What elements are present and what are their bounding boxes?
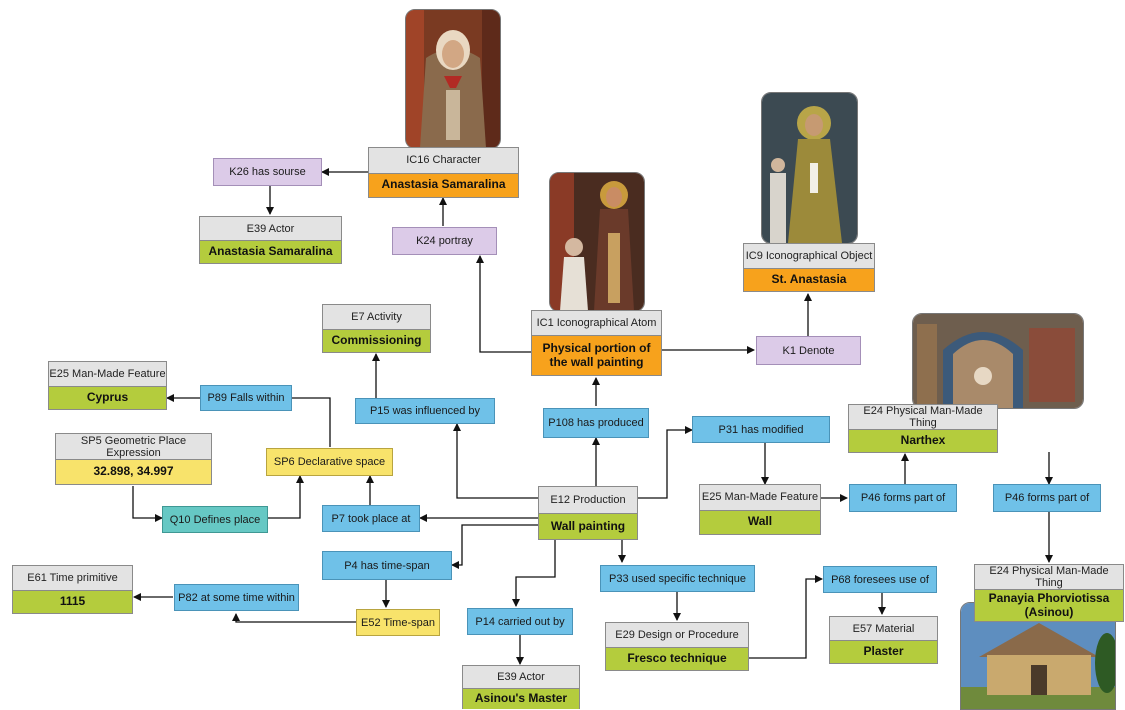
relation-p15-influenced-by: P15 was influenced by — [355, 398, 495, 424]
edge — [292, 397, 331, 447]
entity-value-label: Anastasia Samaralina — [200, 241, 341, 263]
fresco-portrait-image — [405, 9, 501, 149]
entity-type-label: E39 Actor — [200, 217, 341, 241]
fresco-narthex-image — [912, 313, 1084, 409]
edge — [512, 540, 556, 607]
entity-value-label: Fresco technique — [606, 647, 748, 670]
entity-sp5-geometric-place: SP5 Geometric Place Expression 32.898, 3… — [55, 433, 212, 485]
entity-ic9-iconographical-object: IC9 Iconographical Object St. Anastasia — [743, 243, 875, 292]
relation-p33-used-technique: P33 used specific technique — [600, 565, 755, 592]
entity-e25-wall: E25 Man-Made Feature Wall — [699, 484, 821, 535]
entity-e39-actor-anastasia: E39 Actor Anastasia Samaralina — [199, 216, 342, 264]
entity-value-label: Cyprus — [49, 386, 166, 409]
entity-type-label: SP5 Geometric Place Expression — [56, 434, 211, 460]
relation-p46-forms-part-of-wall: P46 forms part of — [849, 484, 957, 512]
relation-p82-at-some-time-within: P82 at some time within — [174, 584, 299, 611]
entity-type-label: E61 Time primitive — [13, 566, 132, 591]
edge — [749, 575, 823, 659]
entity-value-label: Panayia Phorviotissa (Asinou) — [975, 590, 1123, 621]
entity-e24-panayia: E24 Physical Man-Made Thing Panayia Phor… — [974, 564, 1124, 622]
entity-value-label: Anastasia Samaralina — [369, 173, 518, 197]
entity-type-label: E29 Design or Procedure — [606, 623, 748, 648]
entity-type-label: E24 Physical Man-Made Thing — [975, 565, 1123, 590]
entity-value-label: Narthex — [849, 430, 997, 452]
entity-e39-actor-master: E39 Actor Asinou's Master — [462, 665, 580, 709]
relation-q10-defines-place: Q10 Defines place — [162, 506, 268, 533]
entity-type-label: E39 Actor — [463, 666, 579, 689]
entity-type-label: IC1 Iconographical Atom — [532, 311, 661, 336]
entity-ic16-character: IC16 Character Anastasia Samaralina — [368, 147, 519, 198]
entity-e25-cyprus: E25 Man-Made Feature Cyprus — [48, 361, 167, 410]
relation-k1-denote: K1 Denote — [756, 336, 861, 365]
entity-value-label: 1115 — [13, 590, 132, 613]
relation-p46-forms-part-of-narthex: P46 forms part of — [993, 484, 1101, 512]
entity-type-label: E25 Man-Made Feature — [49, 362, 166, 387]
relation-p4-has-time-span: P4 has time-span — [322, 551, 452, 580]
relation-k26-has-source: K26 has sourse — [213, 158, 322, 186]
entity-value-label: Physical portion of the wall painting — [532, 336, 661, 375]
entity-value-label: St. Anastasia — [744, 268, 874, 291]
entity-type-label: E57 Material — [830, 617, 937, 641]
entity-e61-time-primitive: E61 Time primitive 1115 — [12, 565, 133, 614]
relation-p31-has-modified: P31 has modified — [692, 416, 830, 443]
edge — [638, 426, 693, 499]
relation-p108-has-produced: P108 has produced — [543, 408, 649, 438]
entity-e12-production: E12 Production Wall painting — [538, 486, 638, 540]
entity-type-label: E7 Activity — [323, 305, 430, 330]
entity-value-label: 32.898, 34.997 — [56, 460, 211, 484]
edge — [451, 524, 538, 569]
entity-ic1-iconographical-atom: IC1 Iconographical Atom Physical portion… — [531, 310, 662, 376]
relation-e52-time-span: E52 Time-span — [356, 609, 440, 636]
entity-value-label: Asinou's Master — [463, 689, 579, 709]
entity-type-label: IC16 Character — [369, 148, 518, 174]
entity-value-label: Commissioning — [323, 329, 430, 352]
entity-type-label: E12 Production — [539, 487, 637, 514]
relation-sp6-declarative-space: SP6 Declarative space — [266, 448, 393, 476]
fresco-saint-anastasia-image — [761, 92, 858, 244]
edge — [476, 255, 531, 353]
entity-e24-narthex: E24 Physical Man-Made Thing Narthex — [848, 404, 998, 453]
entity-value-label: Wall — [700, 510, 820, 534]
edge — [268, 475, 304, 519]
edge — [232, 613, 356, 623]
edge — [132, 486, 163, 522]
relation-p7-took-place-at: P7 took place at — [322, 505, 420, 532]
relation-p14-carried-out-by: P14 carried out by — [467, 608, 573, 635]
entity-type-label: IC9 Iconographical Object — [744, 244, 874, 269]
entity-value-label: Wall painting — [539, 514, 637, 539]
entity-e29-design-procedure: E29 Design or Procedure Fresco technique — [605, 622, 749, 671]
relation-p89-falls-within: P89 Falls within — [200, 385, 292, 411]
entity-value-label: Plaster — [830, 641, 937, 663]
relation-k24-portray: K24 portray — [392, 227, 497, 255]
entity-type-label: E25 Man-Made Feature — [700, 485, 820, 511]
entity-type-label: E24 Physical Man-Made Thing — [849, 405, 997, 430]
edge — [453, 423, 538, 499]
entity-e7-activity: E7 Activity Commissioning — [322, 304, 431, 353]
entity-e57-material: E57 Material Plaster — [829, 616, 938, 664]
fresco-saint-donor-image — [549, 172, 645, 312]
relation-p68-foresees-use-of: P68 foresees use of — [823, 566, 937, 593]
